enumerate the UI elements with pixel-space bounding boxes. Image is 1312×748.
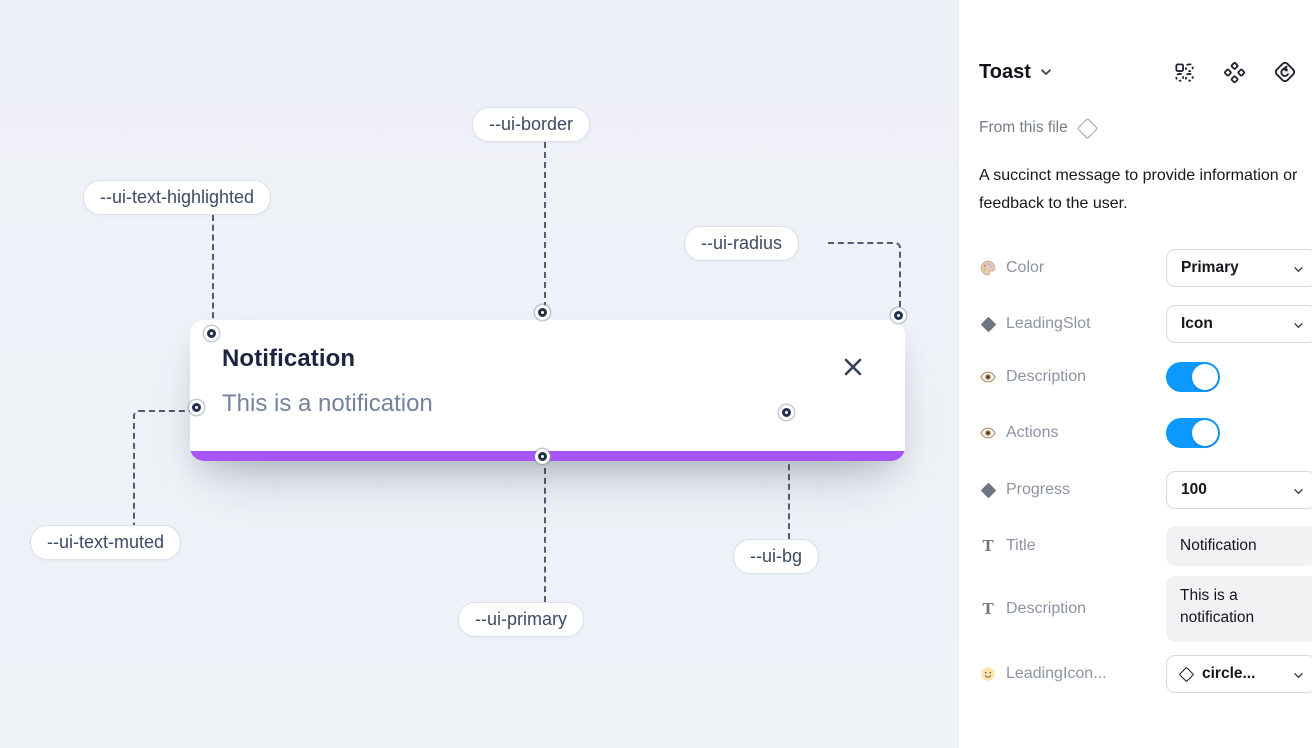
anchor-border[interactable] — [538, 308, 547, 317]
anchor-radius[interactable] — [894, 311, 903, 320]
description-toggle[interactable] — [1166, 362, 1220, 392]
token-pill-primary: --ui-primary — [458, 602, 584, 637]
token-pill-text-muted: --ui-text-muted — [30, 525, 182, 560]
toast-close-button[interactable] — [839, 353, 867, 381]
property-label: Actions — [1006, 424, 1059, 441]
variant-diamond-icon — [979, 316, 997, 332]
variant-diamond-icon — [979, 482, 997, 498]
toast-progress-bar — [190, 451, 905, 461]
token-pill-bg: --ui-bg — [733, 539, 820, 574]
property-row-leadingicon: LeadingIcon... circle... — [979, 655, 1312, 693]
design-canvas[interactable]: --ui-text-highlighted --ui-border --ui-r… — [0, 0, 958, 748]
component-diamond-icon — [1076, 117, 1098, 139]
eye-icon — [979, 368, 997, 386]
close-icon — [841, 355, 865, 379]
chevron-down-icon — [1293, 667, 1304, 682]
dashed-line-bg — [788, 425, 790, 539]
leadingicon-select[interactable]: circle... — [1166, 655, 1312, 693]
leadingslot-select[interactable]: Icon — [1166, 305, 1312, 343]
variants-grid-icon[interactable] — [1172, 60, 1197, 85]
source-label: From this file — [979, 119, 1068, 136]
leadingicon-select-value: circle... — [1202, 665, 1256, 682]
anchor-primary[interactable] — [538, 452, 547, 461]
anchor-text-highlighted[interactable] — [207, 329, 216, 338]
property-label: LeadingSlot — [1006, 315, 1091, 332]
palette-icon — [979, 259, 997, 277]
toggle-knob — [1192, 364, 1218, 390]
property-label: Description — [1006, 600, 1087, 617]
anchor-bg[interactable] — [782, 408, 791, 417]
component-description: A succinct message to provide informatio… — [979, 167, 1298, 212]
token-pill-radius: --ui-radius — [684, 226, 800, 261]
chevron-down-icon — [1293, 317, 1304, 332]
properties-panel: Toast — [958, 0, 1312, 748]
toast-title: Notification — [222, 345, 356, 372]
text-icon: T — [982, 536, 994, 555]
property-label: LeadingIcon... — [1006, 665, 1107, 682]
eye-icon — [979, 424, 997, 442]
token-pill-text-highlighted: --ui-text-highlighted — [83, 180, 272, 215]
property-row-leadingslot: LeadingSlot Icon — [979, 305, 1312, 343]
chevron-down-icon — [1293, 483, 1304, 498]
property-row-title: T Title Notification — [979, 526, 1312, 566]
property-label: Title — [1006, 537, 1036, 554]
toast-description: This is a notification — [222, 390, 433, 417]
token-pill-border: --ui-border — [472, 107, 591, 142]
toggle-knob — [1192, 420, 1218, 446]
leadingslot-select-value: Icon — [1181, 315, 1213, 332]
component-name-dropdown[interactable]: Toast — [979, 61, 1052, 84]
chevron-down-icon — [1293, 261, 1304, 276]
component-icon[interactable] — [1222, 60, 1247, 85]
property-row-actions-toggle: Actions — [979, 418, 1296, 448]
dashed-line-text-muted — [133, 410, 191, 525]
text-icon: T — [982, 599, 994, 618]
property-row-progress: Progress 100 — [979, 471, 1312, 509]
property-label: Progress — [1006, 481, 1071, 498]
color-select[interactable]: Primary — [1166, 249, 1312, 287]
property-row-color: Color Primary — [979, 249, 1312, 287]
dashed-line-text-highlighted — [212, 215, 214, 328]
property-row-description-toggle: Description — [979, 362, 1296, 392]
description-input[interactable]: This is a notification — [1166, 576, 1312, 642]
progress-select-value: 100 — [1181, 481, 1207, 498]
chevron-down-icon — [1040, 68, 1052, 76]
property-label: Color — [1006, 259, 1045, 276]
color-select-value: Primary — [1181, 259, 1239, 276]
reset-instance-icon[interactable] — [1272, 60, 1297, 85]
dashed-line-primary — [544, 468, 546, 602]
anchor-text-muted[interactable] — [192, 403, 201, 412]
source-row: From this file — [979, 116, 1098, 140]
smiley-icon — [979, 665, 997, 683]
instance-diamond-icon — [1178, 666, 1195, 682]
dashed-line-border — [544, 142, 546, 308]
property-label: Description — [1006, 368, 1087, 385]
property-row-description-text: T Description This is a notification — [979, 575, 1312, 643]
actions-toggle[interactable] — [1166, 418, 1220, 448]
title-input[interactable]: Notification — [1166, 526, 1312, 566]
component-name: Toast — [979, 60, 1031, 83]
progress-select[interactable]: 100 — [1166, 471, 1312, 509]
toast-component-preview: Notification This is a notification — [190, 320, 905, 461]
panel-header: Toast — [979, 55, 1297, 89]
dashed-line-radius — [828, 242, 901, 310]
